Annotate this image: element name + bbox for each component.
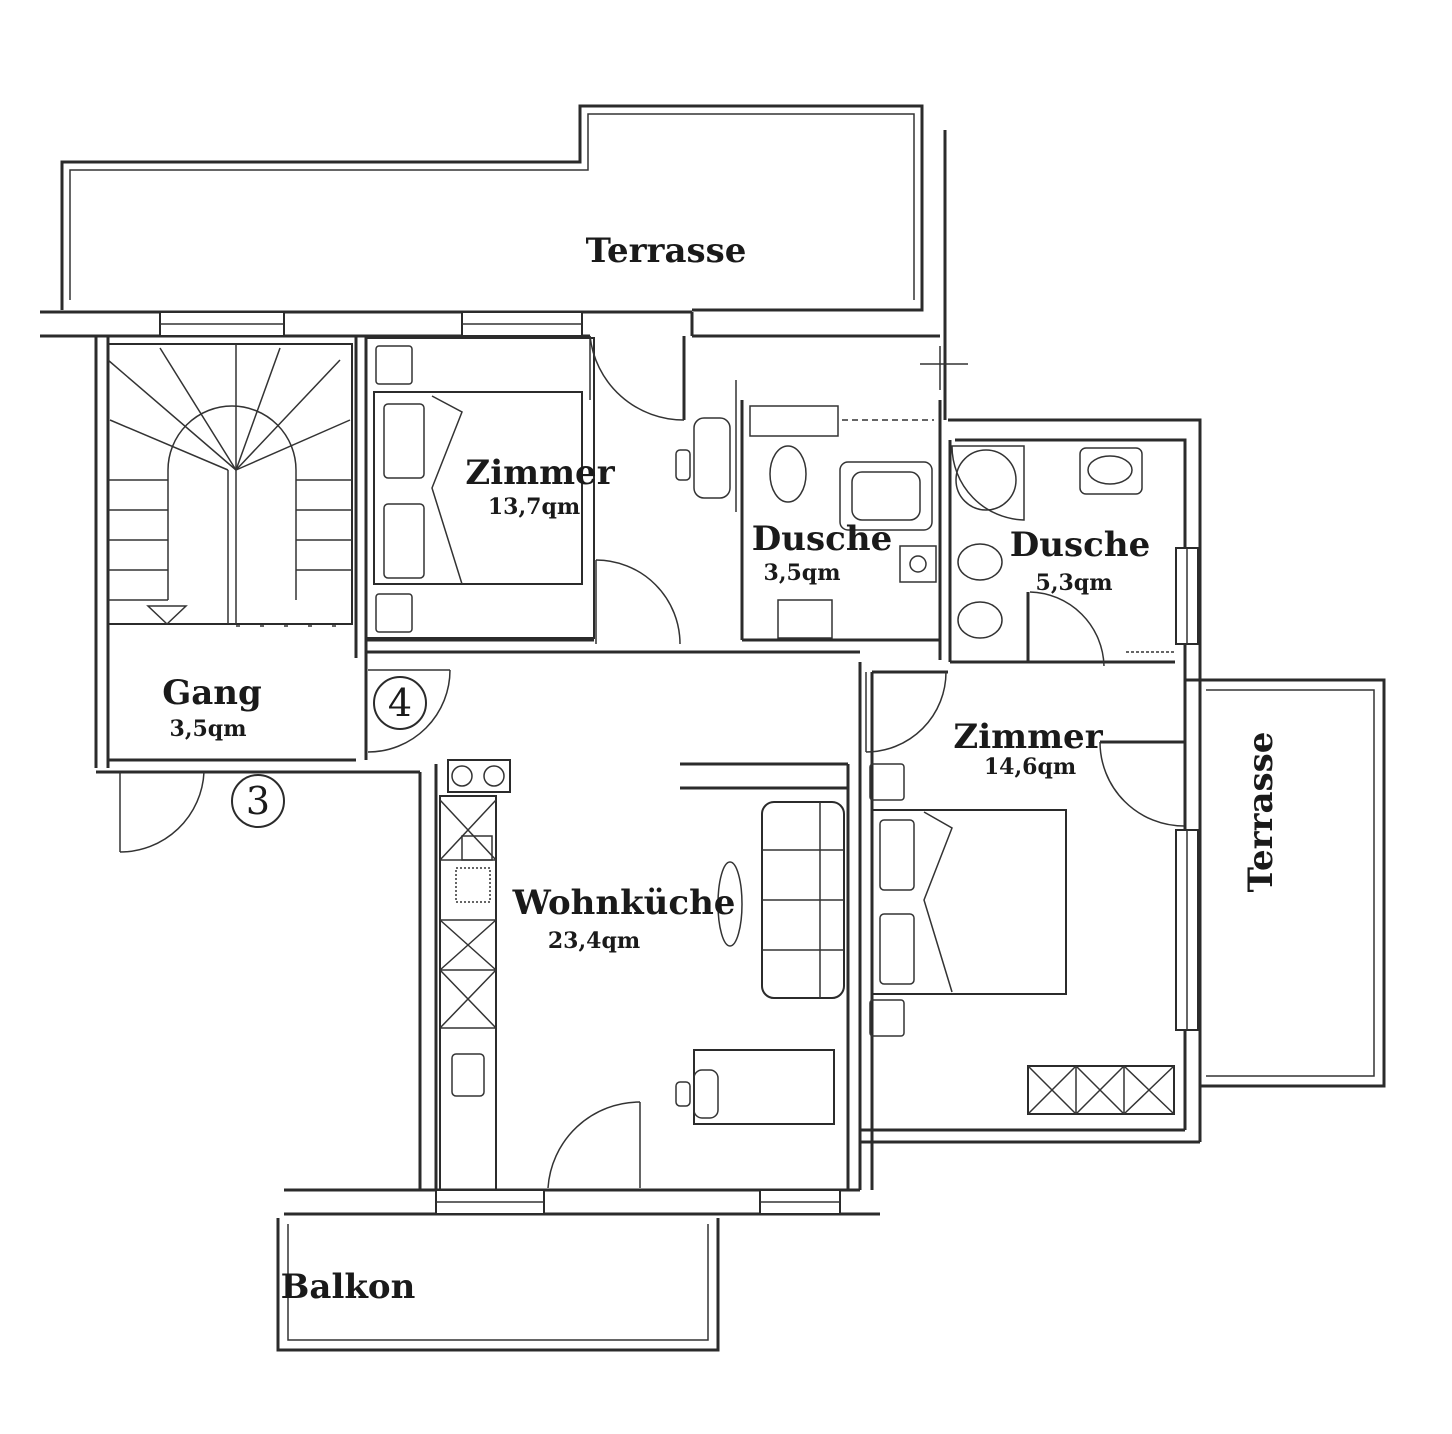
exterior-walls: [40, 310, 1202, 1216]
zimmer-1-name: Zimmer: [465, 453, 615, 493]
dusche-2-area: 5,3qm: [1036, 570, 1113, 596]
kitchen-counter: [439, 759, 511, 1191]
dusche-2-fixtures: [951, 445, 1176, 653]
bed-zimmer-1: [373, 345, 583, 633]
wohnkueche-area: 23,4qm: [548, 928, 640, 954]
balcony-outline: [276, 1218, 720, 1352]
dusche-1-area: 3,5qm: [764, 560, 841, 586]
zimmer-2-name: Zimmer: [953, 717, 1103, 757]
dusche-2-name: Dusche: [1010, 525, 1150, 565]
door-arcs: [119, 335, 1185, 1189]
marker-4-label: 4: [388, 681, 412, 725]
dusche-1-fixtures: [749, 346, 968, 639]
desk-chair-bottom: [675, 1049, 835, 1125]
sofa: [761, 801, 845, 999]
terrace-top-label: Terrasse: [586, 231, 747, 271]
terrace-right-label: Terrasse: [1241, 732, 1281, 893]
windows: [159, 311, 1199, 1215]
bed-zimmer-2: [869, 763, 1067, 1037]
terrace-top-outline: [60, 104, 947, 420]
table: [717, 861, 743, 947]
zimmer-2-area: 14,6qm: [984, 754, 1076, 780]
marker-circle-3: [231, 774, 285, 828]
gang-area: 3,5qm: [170, 716, 247, 742]
terrace-right-outline: [1200, 678, 1386, 1088]
desk-chair-top: [675, 380, 737, 512]
balcony-label: Balkon: [281, 1267, 416, 1307]
zimmer-1-area: 13,7qm: [488, 494, 580, 520]
wardrobe: [1027, 1065, 1175, 1115]
gang-name: Gang: [162, 673, 262, 713]
wohnkueche-name: Wohnküche: [512, 883, 736, 923]
staircase: [107, 343, 353, 627]
marker-3-label: 3: [246, 779, 270, 823]
dusche-1-name: Dusche: [752, 519, 892, 559]
marker-circle-4: [373, 676, 427, 730]
